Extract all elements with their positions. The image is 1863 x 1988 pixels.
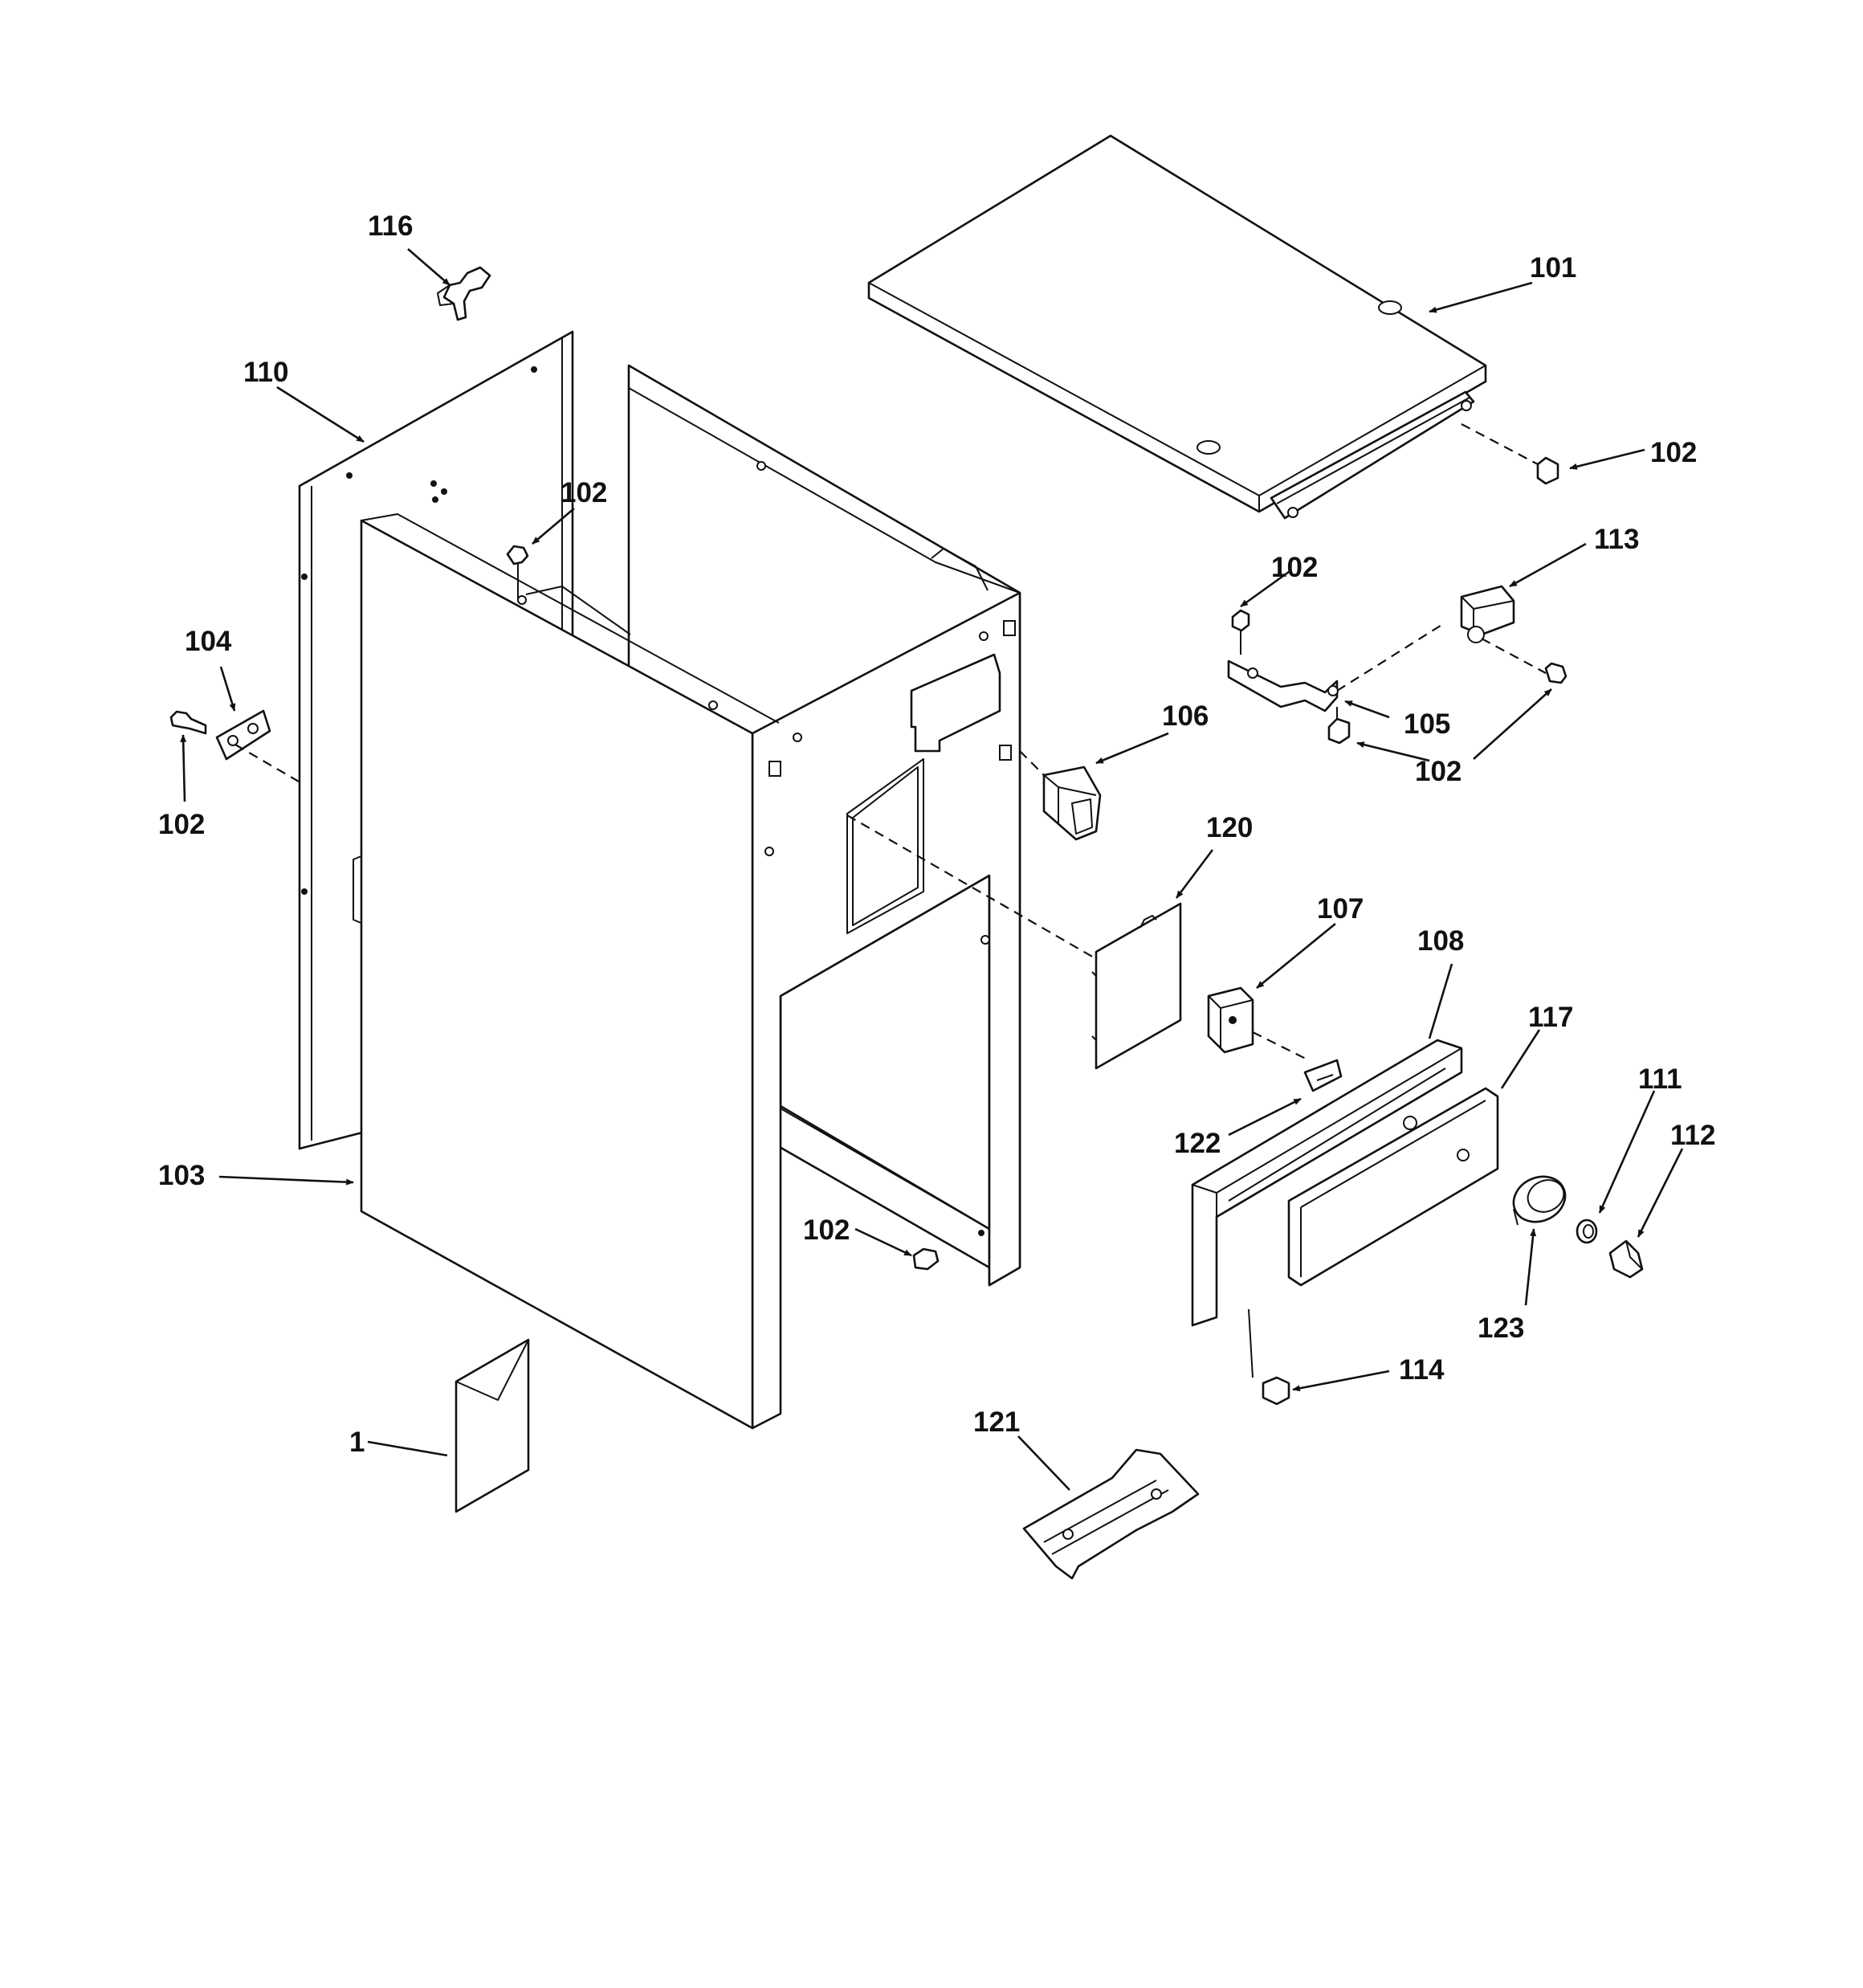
callout-101: 101 [1530, 252, 1576, 284]
access-cover-120 [846, 814, 1182, 1070]
manual-1 [455, 1338, 530, 1513]
bracket-assembly-105-113 [1227, 585, 1567, 745]
screw-102-front-bottom [912, 1247, 940, 1271]
bracket-104 [169, 709, 271, 761]
callout-120: 120 [1206, 812, 1253, 843]
callout-102-left: 102 [158, 809, 205, 840]
callout-105: 105 [1404, 708, 1450, 740]
screw-114 [1248, 1308, 1290, 1406]
callout-117: 117 [1528, 1002, 1573, 1033]
callout-108: 108 [1417, 925, 1464, 957]
callout-102-front-bottom: 102 [803, 1214, 850, 1246]
bracket-122 [1303, 1059, 1343, 1092]
callout-1: 1 [349, 1427, 365, 1458]
callout-111: 111 [1638, 1063, 1682, 1095]
guide-line-104 [234, 744, 300, 782]
switch-107 [1207, 986, 1310, 1061]
panel-overlay-117 [1287, 1087, 1499, 1287]
switch-106 [1019, 750, 1102, 841]
callout-labels: 116 101 102 110 102 104 102 106 113 102 … [158, 210, 1715, 1458]
callout-114: 114 [1399, 1354, 1445, 1386]
callout-112: 112 [1670, 1120, 1715, 1151]
knob-assembly [1512, 1175, 1644, 1279]
callout-113: 113 [1594, 524, 1639, 555]
callout-103: 103 [158, 1160, 205, 1191]
parts-bag-121 [1022, 1448, 1200, 1580]
callout-116: 116 [368, 210, 413, 242]
screw-102-cabinet-top [506, 545, 529, 598]
callout-123: 123 [1478, 1312, 1524, 1344]
callout-102-bracket: 102 [1271, 552, 1318, 583]
callout-102-cabinet-top: 102 [561, 477, 607, 508]
callout-121: 121 [973, 1406, 1020, 1438]
leader-lines [180, 248, 1684, 1491]
callout-104: 104 [185, 626, 232, 657]
cabinet-103 [360, 364, 1021, 1430]
callout-122: 122 [1174, 1128, 1221, 1159]
clip-116 [437, 266, 491, 321]
callout-102-bracket-lower: 102 [1415, 756, 1461, 787]
callout-107: 107 [1317, 893, 1364, 925]
top-panel-101 [867, 134, 1487, 520]
callout-106: 106 [1162, 700, 1209, 732]
control-panel-108 [1191, 1039, 1463, 1327]
callout-102-top-right: 102 [1650, 437, 1697, 468]
callout-110: 110 [243, 357, 288, 388]
screw-102-top-right [1461, 423, 1559, 485]
